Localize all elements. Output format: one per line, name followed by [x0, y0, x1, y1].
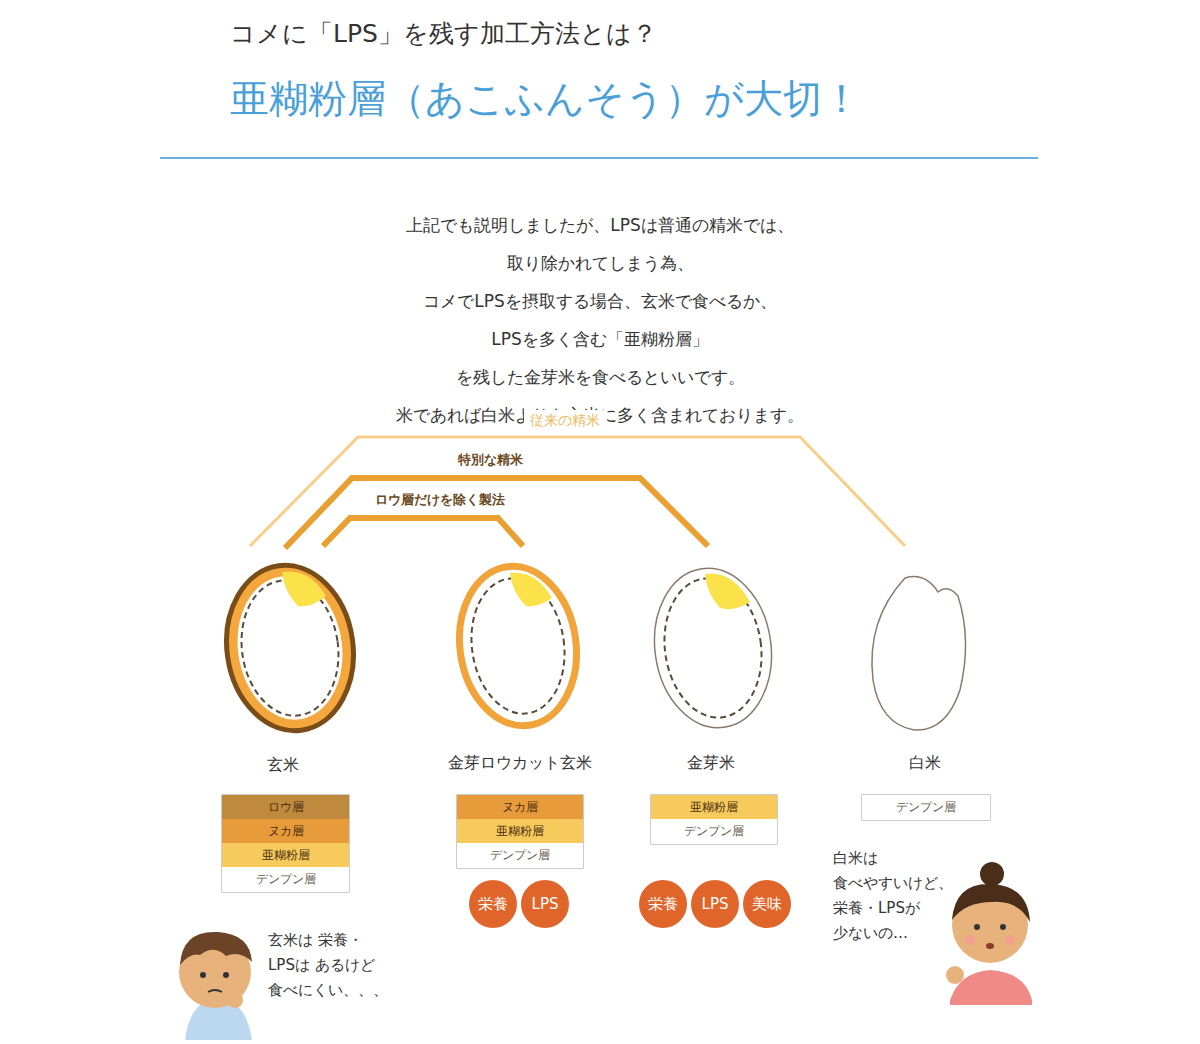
- badge-circle: 栄養: [639, 880, 687, 928]
- layer-table: [457, 795, 583, 868]
- page-title: 亜糊粉層（あこふんそう）が大切！: [230, 72, 861, 126]
- bracket-label: 特別な精米: [452, 451, 529, 469]
- bracket-label: 従来の精米: [524, 410, 606, 430]
- badge-text: 栄養: [478, 895, 508, 914]
- layer-table: [222, 795, 349, 892]
- layer-name: 亜糊粉層: [262, 847, 310, 864]
- layer-name: デンプン層: [490, 847, 550, 864]
- grain-name: 玄米: [267, 754, 299, 776]
- layer-cell: ヌカ層: [457, 795, 583, 819]
- bracket: [323, 518, 523, 546]
- layer-name: デンプン層: [684, 823, 744, 840]
- badge-text: LPS: [702, 895, 729, 913]
- badge-circle: LPS: [521, 880, 569, 928]
- rice-grain: [872, 577, 966, 730]
- speech-text: 玄米は 栄養・LPSは あるけど 食べにくい、、、: [268, 928, 388, 1003]
- rice-grain: [216, 557, 364, 739]
- intro-paragraph: 上記でも説明しましたが、LPSは普通の精米では、取り除かれてしまう為、 コメでL…: [396, 206, 804, 434]
- badge-text: 栄養: [648, 895, 678, 914]
- layer-cell: デンプン層: [222, 867, 349, 892]
- speech-text: 白米は 食べやすいけど、 栄養・LPSが 少ないの…: [833, 846, 953, 946]
- grain-name: 金芽ロウカット玄米: [448, 752, 592, 774]
- layer-cell: ロウ層: [222, 795, 349, 819]
- layer-name: ロウ層: [268, 799, 304, 816]
- badge-circle: 美味: [743, 880, 791, 928]
- layer-cell: 亜糊粉層: [222, 843, 349, 867]
- bracket: [250, 437, 905, 546]
- layer-name: デンプン層: [896, 799, 956, 816]
- layer-cell: デンプン層: [457, 843, 583, 868]
- badge-text: 美味: [752, 895, 782, 914]
- divider-line: [160, 157, 1038, 159]
- layer-name: デンプン層: [256, 871, 316, 888]
- layer-name: 亜糊粉層: [496, 823, 544, 840]
- layer-cell: ヌカ層: [222, 819, 349, 843]
- subheading: コメに「LPS」を残す加工方法とは？: [230, 16, 657, 51]
- badge-text: LPS: [532, 895, 559, 913]
- badge-circle: 栄養: [469, 880, 517, 928]
- woman-character: [946, 862, 1032, 1005]
- grain-name: 白米: [909, 752, 941, 774]
- layer-name: ヌカ層: [502, 799, 538, 816]
- layer-table: [651, 795, 777, 844]
- layer-cell: 亜糊粉層: [457, 819, 583, 843]
- badge-circle: LPS: [691, 880, 739, 928]
- layer-cell: 亜糊粉層: [651, 795, 777, 819]
- rice-grain: [644, 561, 781, 736]
- bracket-label: ロウ層だけを除く製法: [369, 491, 511, 509]
- grain-name: 金芽米: [687, 752, 735, 774]
- rice-grain: [449, 559, 586, 734]
- bracket: [285, 478, 708, 548]
- layer-cell: デンプン層: [862, 795, 990, 820]
- layer-name: 亜糊粉層: [690, 799, 738, 816]
- boy-character: [179, 932, 252, 1040]
- layer-table: [862, 795, 990, 820]
- layer-cell: デンプン層: [651, 819, 777, 844]
- layer-name: ヌカ層: [268, 823, 304, 840]
